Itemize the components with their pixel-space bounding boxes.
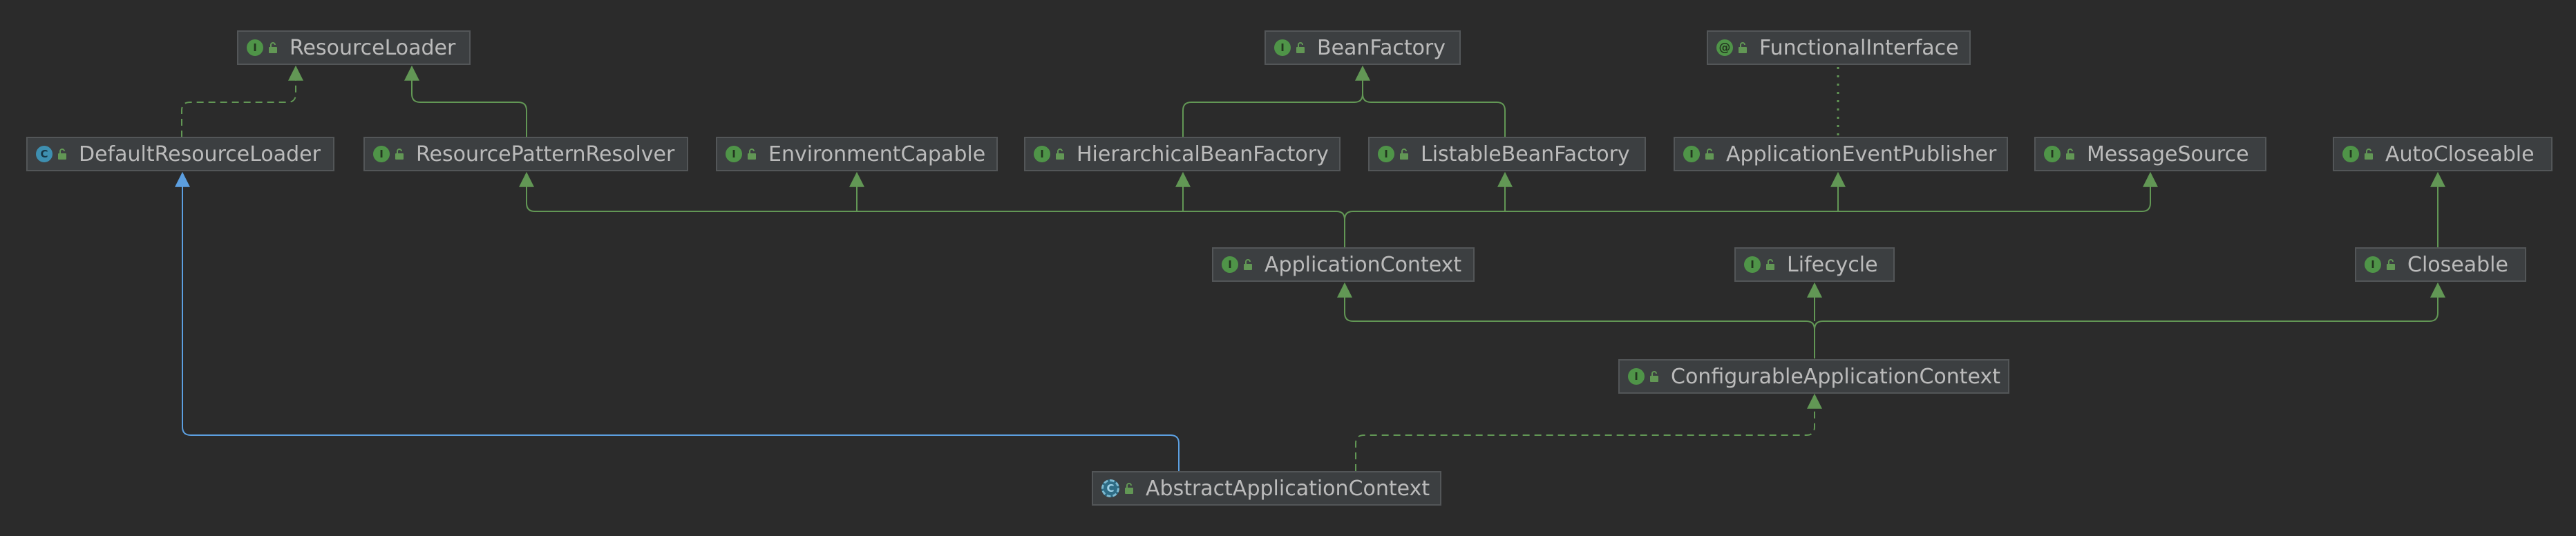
node-label: Lifecycle xyxy=(1787,252,1878,277)
unlock-icon xyxy=(2066,149,2074,160)
node-default-resource-loader[interactable]: C DefaultResourceLoader xyxy=(26,137,334,171)
node-label: HierarchicalBeanFactory xyxy=(1077,142,1329,166)
node-auto-closeable[interactable]: I AutoCloseable xyxy=(2333,137,2553,171)
interface-icon: I xyxy=(2365,256,2381,273)
unlock-icon xyxy=(1056,149,1064,160)
edge-resourcepatternresolver-resourceloader xyxy=(404,65,527,137)
unlock-icon xyxy=(1705,149,1714,160)
unlock-icon xyxy=(2365,149,2373,160)
node-bean-factory[interactable]: I BeanFactory xyxy=(1265,30,1461,65)
node-label: AutoCloseable xyxy=(2385,142,2535,166)
edge-configurable-closeable xyxy=(1814,282,2445,330)
node-resource-loader[interactable]: I ResourceLoader xyxy=(237,30,471,65)
node-label: EnvironmentCapable xyxy=(768,142,986,166)
node-label: ApplicationEventPublisher xyxy=(1726,142,1997,166)
interface-icon: I xyxy=(726,146,742,162)
edge-applicationcontext-right xyxy=(1344,171,2158,220)
edge-listablebeanfactory-beanfactory xyxy=(1362,93,1506,137)
unlock-icon xyxy=(1650,371,1658,382)
node-abstract-application-context[interactable]: C AbstractApplicationContext xyxy=(1092,471,1441,506)
node-application-event-publisher[interactable]: I ApplicationEventPublisher xyxy=(1674,137,2008,171)
edge-hierarchicalbeanfactory-beanfactory xyxy=(1182,65,1370,137)
class-icon: C xyxy=(36,146,53,162)
unlock-icon xyxy=(748,149,756,160)
node-label: BeanFactory xyxy=(1317,35,1446,60)
interface-icon: I xyxy=(1274,39,1291,56)
edge-abstractapplicationcontext-configurable xyxy=(1355,393,1822,471)
node-label: MessageSource xyxy=(2087,142,2249,166)
unlock-icon xyxy=(1766,259,1774,270)
node-label: ApplicationContext xyxy=(1265,252,1462,277)
node-lifecycle[interactable]: I Lifecycle xyxy=(1734,247,1895,282)
interface-icon: I xyxy=(2342,146,2359,162)
node-label: ListableBeanFactory xyxy=(1421,142,1630,166)
interface-icon: I xyxy=(1683,146,1700,162)
interface-icon: I xyxy=(1222,256,1238,273)
node-hierarchical-bean-factory[interactable]: I HierarchicalBeanFactory xyxy=(1024,137,1341,171)
node-application-context[interactable]: I ApplicationContext xyxy=(1212,247,1475,282)
node-label: AbstractApplicationContext xyxy=(1146,476,1430,501)
interface-icon: I xyxy=(247,39,263,56)
interface-icon: I xyxy=(1628,368,1645,385)
node-label: DefaultResourceLoader xyxy=(79,142,321,166)
interface-icon: I xyxy=(2044,146,2061,162)
node-functional-interface[interactable]: @ FunctionalInterface xyxy=(1707,30,1971,65)
node-label: FunctionalInterface xyxy=(1759,35,1959,60)
node-label: ConfigurableApplicationContext xyxy=(1671,364,2000,389)
unlock-icon xyxy=(1296,42,1305,53)
edge-configurable-applicationcontext xyxy=(1337,282,1815,358)
unlock-icon xyxy=(269,42,277,53)
edge-abstractapplicationcontext-defaultresourceloader xyxy=(175,171,1180,471)
node-message-source[interactable]: I MessageSource xyxy=(2034,137,2266,171)
annotation-icon: @ xyxy=(1716,39,1733,56)
unlock-icon xyxy=(1400,149,1408,160)
unlock-icon xyxy=(2387,259,2395,270)
edge-applicationcontext-trunk xyxy=(519,171,1345,247)
node-environment-capable[interactable]: I EnvironmentCapable xyxy=(716,137,998,171)
node-listable-bean-factory[interactable]: I ListableBeanFactory xyxy=(1368,137,1646,171)
interface-icon: I xyxy=(1744,256,1761,273)
interface-icon: I xyxy=(1034,146,1050,162)
unlock-icon xyxy=(395,149,404,160)
node-resource-pattern-resolver[interactable]: I ResourcePatternResolver xyxy=(363,137,688,171)
unlock-icon xyxy=(1739,42,1747,53)
node-configurable-application-context[interactable]: I ConfigurableApplicationContext xyxy=(1618,359,2009,394)
interface-icon: I xyxy=(373,146,390,162)
node-label: ResourcePatternResolver xyxy=(416,142,675,166)
node-closeable[interactable]: I Closeable xyxy=(2355,247,2526,282)
unlock-icon xyxy=(1125,483,1133,494)
interface-icon: I xyxy=(1378,146,1394,162)
node-label: ResourceLoader xyxy=(290,35,456,60)
abstract-class-icon: C xyxy=(1101,479,1119,497)
unlock-icon xyxy=(58,149,66,160)
unlock-icon xyxy=(1244,259,1252,270)
edge-defaultresourceloader-resourceloader xyxy=(181,65,303,137)
node-label: Closeable xyxy=(2407,252,2508,277)
